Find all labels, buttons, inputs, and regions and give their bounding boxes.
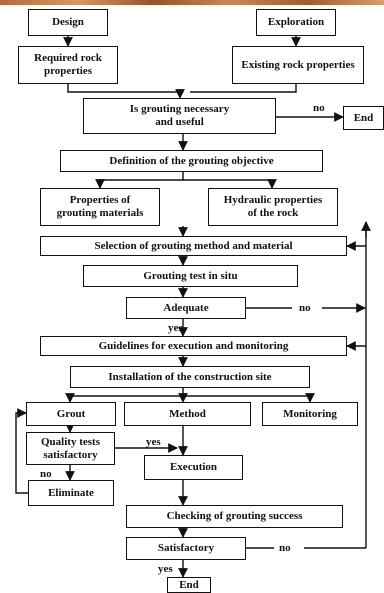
guidelines-box: Guidelines for execution and monitoring [40, 336, 347, 356]
properties-grouting-materials-box: Properties of grouting materials [40, 188, 160, 226]
satisfactory-box: Satisfactory [126, 537, 246, 560]
edge-label-no-adequate: no [299, 302, 311, 314]
grouting-test-box: Grouting test in situ [83, 265, 298, 287]
edge-label-no-satisfactory: no [279, 542, 291, 554]
edge-required-necessary [67, 84, 185, 99]
definition-objective-box: Definition of the grouting objective [60, 150, 323, 172]
edge-installation-monitoring [183, 393, 315, 403]
edge-installation-grout [65, 388, 184, 403]
monitoring-box: Monitoring [262, 402, 358, 426]
method-box: Method [124, 402, 251, 426]
grouting-necessary-box: Is grouting necessary and useful [83, 98, 276, 134]
exploration-box: Exploration [256, 9, 336, 36]
end-top-box: End [343, 106, 384, 130]
edge-eliminate-loop [15, 408, 28, 494]
eliminate-box: Eliminate [28, 480, 114, 506]
checking-success-box: Checking of grouting success [126, 505, 343, 528]
edge-label-no-grouting: no [313, 102, 325, 114]
design-box: Design [28, 9, 108, 36]
adequate-box: Adequate [126, 297, 246, 319]
hydraulic-properties-box: Hydraulic properties of the rock [208, 188, 338, 226]
installation-box: Installation of the construction site [70, 366, 310, 388]
edge-definition-hydraulic [183, 179, 277, 189]
execution-box: Execution [144, 455, 243, 480]
edge-existing-necessary [190, 84, 297, 93]
grout-box: Grout [26, 402, 116, 426]
edge-label-yes-satisfactory: yes [158, 563, 173, 575]
edge-label-yes-quality: yes [146, 436, 161, 448]
end-bottom-box: End [167, 577, 211, 593]
edge-label-no-quality: no [40, 468, 52, 480]
quality-tests-box: Quality tests satisfactory [26, 432, 115, 465]
selection-method-box: Selection of grouting method and materia… [40, 236, 347, 256]
existing-rock-properties-box: Existing rock properties [232, 46, 364, 84]
top-image-strip [0, 0, 384, 5]
required-rock-properties-box: Required rock properties [18, 46, 118, 84]
edge-definition-properties [95, 172, 184, 189]
edge-label-yes-adequate: yes [168, 322, 183, 334]
